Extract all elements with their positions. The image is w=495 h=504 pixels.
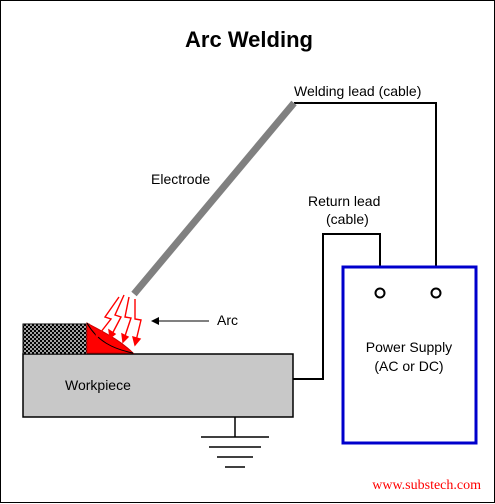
- workpiece-label: Workpiece: [65, 377, 131, 393]
- electrode: [131, 100, 297, 297]
- return-lead-label-line2: (cable): [326, 211, 369, 227]
- diagram-title: Arc Welding: [185, 27, 313, 52]
- return-lead-label-line1: Return lead: [308, 193, 380, 209]
- weld-bead: [22, 323, 90, 355]
- arc-bolt-3: [122, 296, 132, 343]
- arc-bolt-1-head: [93, 327, 104, 339]
- arc-bolt-4: [134, 299, 142, 346]
- power-supply-label-line1: Power Supply: [366, 339, 452, 355]
- return-lead-wire: [293, 233, 381, 380]
- arc-bolt-3-head: [121, 332, 130, 344]
- power-supply-box: [341, 265, 478, 445]
- power-supply-terminal-left: [374, 287, 386, 299]
- arc-label: Arc: [217, 312, 238, 328]
- ground-symbol: [201, 417, 269, 468]
- workpiece: [22, 353, 294, 418]
- power-supply-label-line2: (AC or DC): [374, 358, 443, 374]
- electrode-label: Electrode: [151, 171, 210, 187]
- arc-bolt-1: [96, 296, 120, 338]
- arc-bolt-4-head: [132, 335, 142, 347]
- arc-bolt-2-head: [108, 328, 117, 340]
- power-supply-terminal-right: [430, 287, 442, 299]
- welding-lead-wire: [294, 102, 437, 289]
- arc-pointer-head: [151, 317, 159, 325]
- arc: [93, 294, 142, 347]
- weld-pool-outline: [86, 322, 134, 354]
- welding-lead-label: Welding lead (cable): [294, 83, 421, 99]
- arc-bolt-2: [109, 294, 125, 339]
- watermark-url: www.substech.com: [372, 478, 481, 493]
